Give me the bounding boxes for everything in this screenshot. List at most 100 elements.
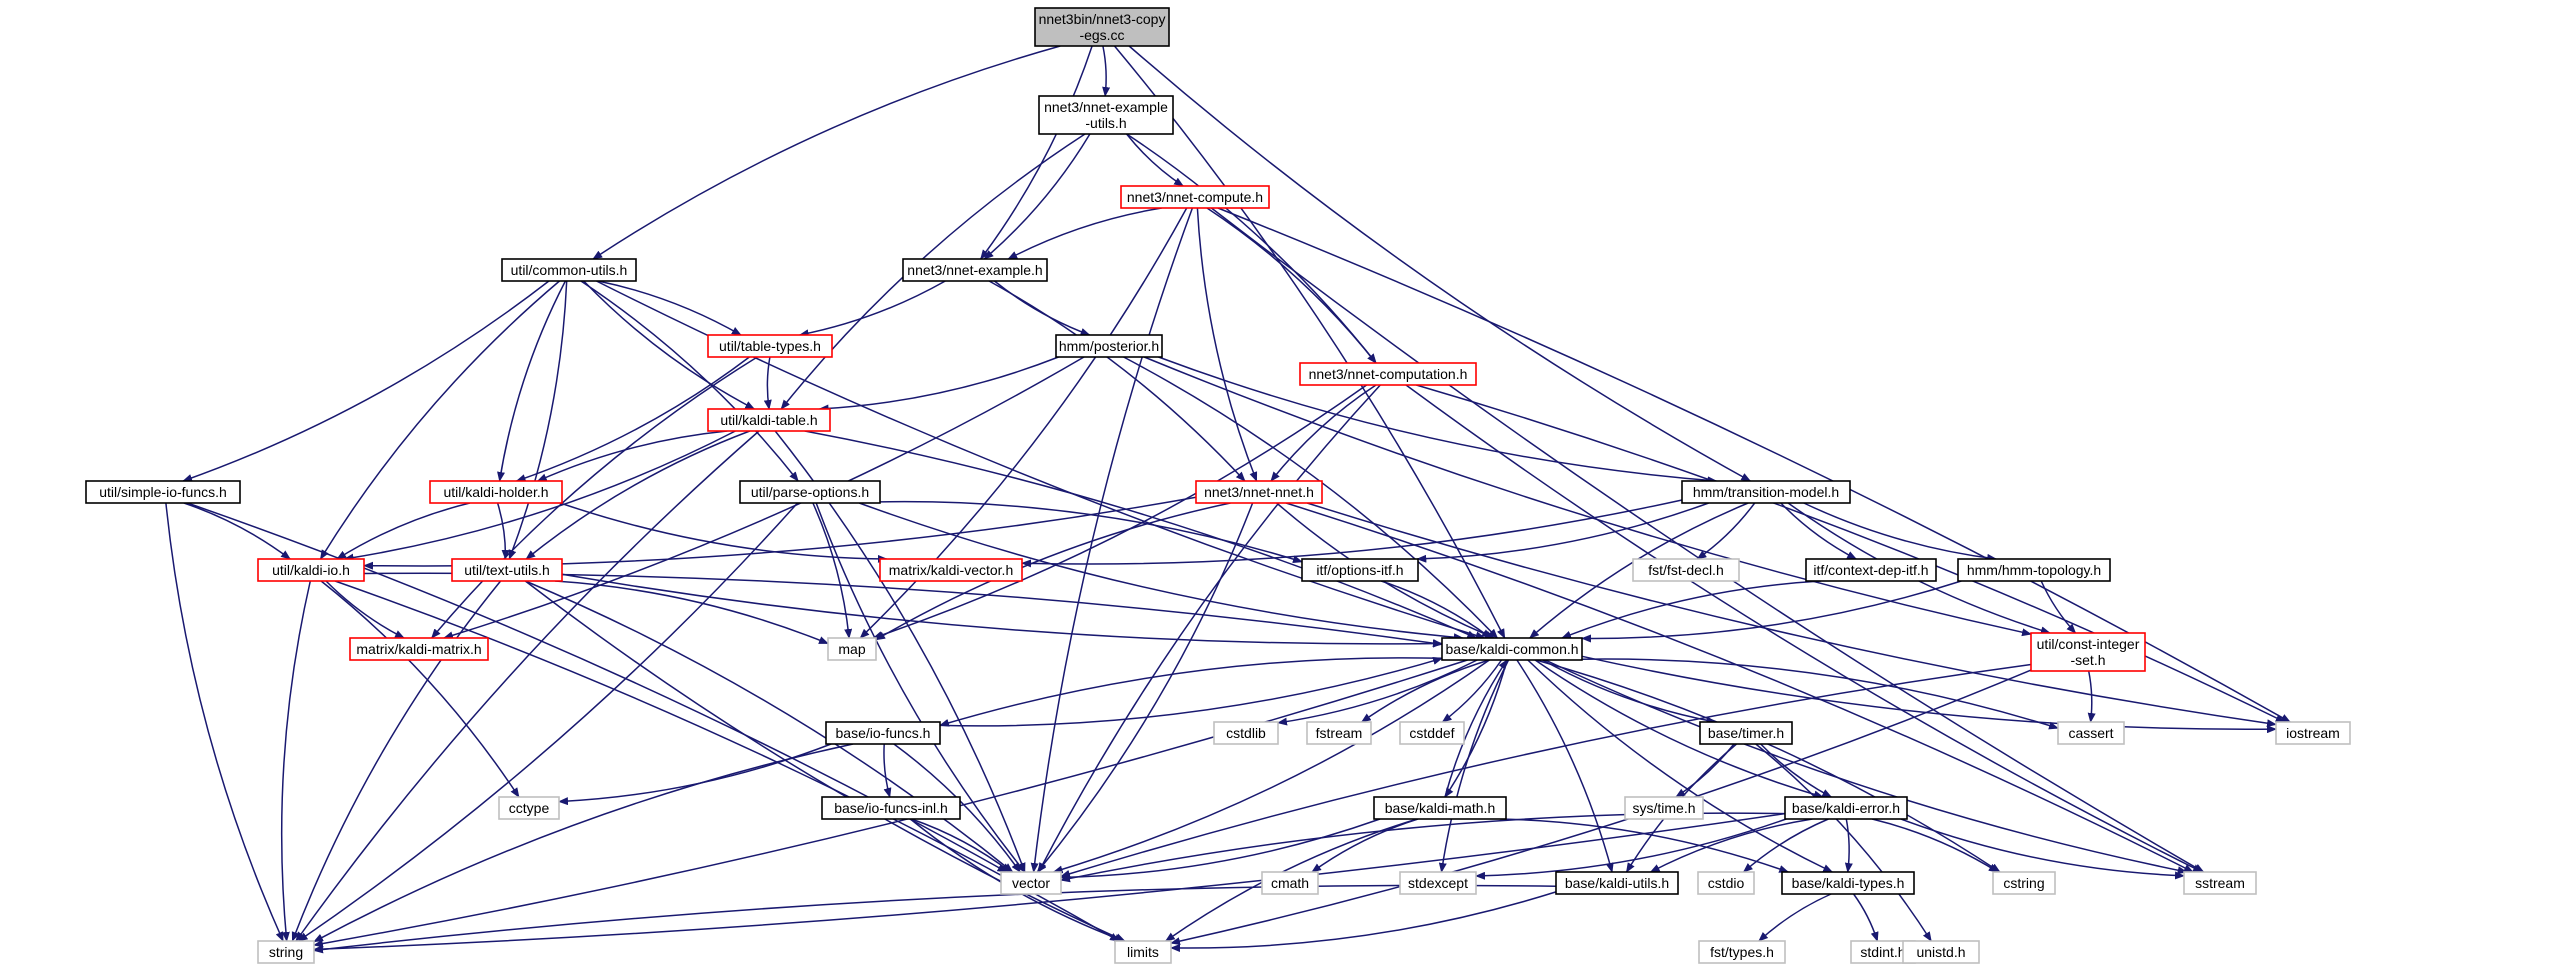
node-label: base/kaldi-common.h <box>1445 641 1578 657</box>
edge-kaldi-table-to-string <box>295 430 760 942</box>
node-label: nnet3/nnet-compute.h <box>1127 189 1263 205</box>
node-box <box>2275 721 2351 745</box>
node-box <box>1441 637 1583 661</box>
edge-line <box>524 580 1126 942</box>
node-fst-decl: fst/fst-decl.h <box>1632 558 1740 582</box>
node-label: nnet3/nnet-example <box>1044 99 1168 115</box>
node-table-types[interactable]: util/table-types.h <box>707 334 833 358</box>
edge-kaldi-common-to-kaldi-math <box>1444 659 1508 798</box>
node-kaldi-common[interactable]: base/kaldi-common.h <box>1441 637 1583 661</box>
edge-line <box>1441 659 1503 723</box>
edge-nnet-nnet-to-map <box>875 502 1231 641</box>
node-nnet-compute[interactable]: nnet3/nnet-compute.h <box>1120 185 1270 209</box>
edge-line <box>1516 659 1614 873</box>
node-label: cstddef <box>1409 725 1454 741</box>
edge-line <box>815 502 1026 873</box>
edge-nnet-example-to-nnet-nnet <box>988 280 1246 482</box>
node-transition-model[interactable]: hmm/transition-model.h <box>1681 480 1851 504</box>
node-kaldi-math[interactable]: base/kaldi-math.h <box>1373 796 1507 820</box>
node-label: base/timer.h <box>1708 725 1784 741</box>
node-simple-io-funcs[interactable]: util/simple-io-funcs.h <box>85 480 241 504</box>
edge-root-to-nnet-example-utils <box>1102 45 1111 97</box>
edge-kaldi-common-to-fstream <box>1360 659 1490 723</box>
node-box <box>821 796 961 820</box>
node-label: -utils.h <box>1085 115 1126 131</box>
node-kaldi-holder[interactable]: util/kaldi-holder.h <box>429 480 563 504</box>
edge-kaldi-types-to-stdint <box>1852 893 1879 942</box>
node-parse-options[interactable]: util/parse-options.h <box>739 480 881 504</box>
edge-line <box>980 45 1093 260</box>
node-cstdio: cstdio <box>1697 871 1755 895</box>
node-label: -egs.cc <box>1079 27 1124 43</box>
node-box <box>1698 940 1786 964</box>
node-posterior[interactable]: hmm/posterior.h <box>1055 334 1163 358</box>
node-label: base/kaldi-utils.h <box>1565 875 1669 891</box>
node-label: fst/fst-decl.h <box>1648 562 1723 578</box>
edge-text-utils-to-kaldi-common <box>561 573 1443 648</box>
edge-nnet-compute-to-nnet-computation <box>1206 207 1377 364</box>
edge-io-funcs-to-vector <box>893 743 1021 873</box>
edge-line <box>1285 502 2194 873</box>
node-io-funcs[interactable]: base/io-funcs.h <box>825 721 941 745</box>
node-options-itf[interactable]: itf/options-itf.h <box>1301 558 1419 582</box>
node-nnet-nnet[interactable]: nnet3/nnet-nnet.h <box>1195 480 1323 504</box>
node-nnet-example[interactable]: nnet3/nnet-example.h <box>902 258 1048 282</box>
node-label: string <box>269 944 303 960</box>
node-label: fstream <box>1316 725 1363 741</box>
edge-line <box>313 812 1786 954</box>
node-kaldi-matrix[interactable]: matrix/kaldi-matrix.h <box>349 637 489 661</box>
node-kaldi-vector[interactable]: matrix/kaldi-vector.h <box>879 558 1023 582</box>
edge-line <box>1475 818 1787 880</box>
node-root[interactable]: nnet3bin/nnet3-copy-egs.cc <box>1034 7 1170 47</box>
node-common-utils[interactable]: util/common-utils.h <box>501 258 637 282</box>
edge-line <box>1542 659 1717 725</box>
edge-line <box>496 502 510 560</box>
edge-kaldi-table-to-kaldi-holder <box>536 430 728 482</box>
node-kaldi-table[interactable]: util/kaldi-table.h <box>707 408 831 432</box>
edge-line <box>1535 659 2001 873</box>
edge-timer-to-unistd <box>1755 743 1932 942</box>
edge-root-to-kaldi-common <box>1113 45 1506 639</box>
edge-line <box>1852 893 1879 942</box>
node-label: cstdlib <box>1226 725 1266 741</box>
edge-nnet-example-to-table-types <box>798 280 946 338</box>
edge-hmm-topology-to-const-integer-set <box>2040 580 2077 634</box>
node-box <box>1632 558 1740 582</box>
node-box <box>827 637 877 661</box>
edge-kaldi-error-to-cstdio <box>1742 818 1829 873</box>
edge-kaldi-common-to-kaldi-error <box>1534 659 1824 799</box>
node-kaldi-error[interactable]: base/kaldi-error.h <box>1784 796 1908 820</box>
edge-line <box>597 280 742 336</box>
edge-kaldi-common-to-cassert <box>1581 658 2059 730</box>
node-box <box>451 558 563 582</box>
node-io-funcs-inl[interactable]: base/io-funcs-inl.h <box>821 796 961 820</box>
edge-kaldi-math-to-kaldi-common <box>1444 659 1508 798</box>
edge-kaldi-holder-to-text-utils <box>496 502 510 560</box>
edge-line <box>858 502 1464 642</box>
node-context-dep-itf[interactable]: itf/context-dep-itf.h <box>1805 558 1937 582</box>
node-kaldi-utils[interactable]: base/kaldi-utils.h <box>1555 871 1679 895</box>
edge-kaldi-common-to-sstream <box>1544 659 2188 875</box>
edge-nnet-compute-to-nnet-nnet <box>1196 207 1258 482</box>
edge-parse-options-to-map <box>812 502 853 639</box>
node-const-integer-set[interactable]: util/const-integer-set.h <box>2030 632 2146 672</box>
node-hmm-topology[interactable]: hmm/hmm-topology.h <box>1957 558 2111 582</box>
edge-line <box>1675 743 1735 798</box>
node-box <box>1213 721 1279 745</box>
node-box <box>1784 796 1908 820</box>
node-stdexcept: stdexcept <box>1399 871 1477 895</box>
edge-root-to-nnet-example <box>980 45 1093 260</box>
edge-line <box>525 580 1014 873</box>
node-box <box>1120 185 1270 209</box>
node-box <box>1805 558 1937 582</box>
node-nnet-computation[interactable]: nnet3/nnet-computation.h <box>1299 362 1477 386</box>
node-nnet-example-utils[interactable]: nnet3/nnet-example-utils.h <box>1038 95 1174 135</box>
edge-line <box>804 430 1478 639</box>
node-kaldi-io[interactable]: util/kaldi-io.h <box>257 558 365 582</box>
node-text-utils[interactable]: util/text-utils.h <box>451 558 563 582</box>
node-timer[interactable]: base/timer.h <box>1699 721 1793 745</box>
edge-line <box>1196 207 1258 482</box>
node-box <box>1299 362 1477 386</box>
edge-kaldi-holder-to-kaldi-vector <box>559 502 888 563</box>
node-kaldi-types[interactable]: base/kaldi-types.h <box>1781 871 1915 895</box>
